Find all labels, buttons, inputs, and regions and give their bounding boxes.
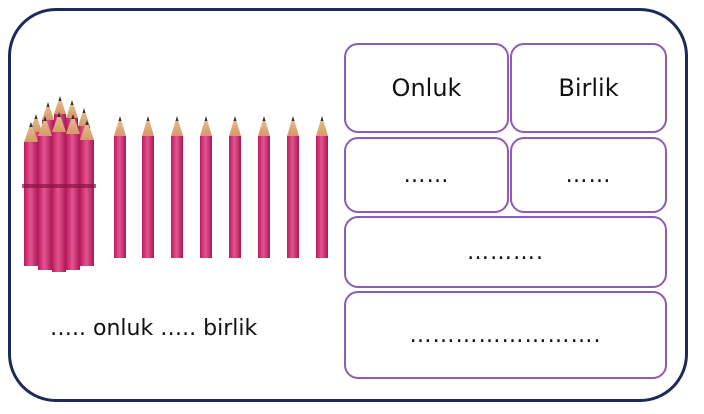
single-pencil <box>258 116 270 258</box>
onluk-answer-blank: …… <box>403 162 450 188</box>
pencil-bundle <box>22 96 96 272</box>
onluk-answer-cell[interactable]: …… <box>344 137 509 213</box>
bundle-front-row <box>24 112 94 272</box>
single-pencil <box>316 116 328 258</box>
birlik-answer-blank: …… <box>565 162 612 188</box>
birlik-header-label: Birlik <box>558 74 619 102</box>
pencil-illustration <box>22 96 328 272</box>
bundle-band <box>22 184 96 188</box>
single-pencil <box>171 116 183 258</box>
single-pencil <box>114 116 126 258</box>
birlik-answer-cell[interactable]: …… <box>510 137 667 213</box>
word-answer-cell[interactable]: ……………………. <box>344 291 667 379</box>
single-pencil <box>287 116 299 258</box>
word-answer-blank: ……………………. <box>409 322 602 348</box>
single-pencil <box>200 116 212 258</box>
onluk-header-label: Onluk <box>391 74 462 102</box>
single-pencil <box>142 116 154 258</box>
number-answer-cell[interactable]: ………. <box>344 216 667 288</box>
single-pencils <box>114 116 328 258</box>
onluk-birlik-caption: ….. onluk ….. birlik <box>50 316 258 341</box>
number-answer-blank: ………. <box>467 239 544 265</box>
single-pencil <box>229 116 241 258</box>
onluk-header-cell: Onluk <box>344 43 509 133</box>
birlik-header-cell: Birlik <box>510 43 667 133</box>
